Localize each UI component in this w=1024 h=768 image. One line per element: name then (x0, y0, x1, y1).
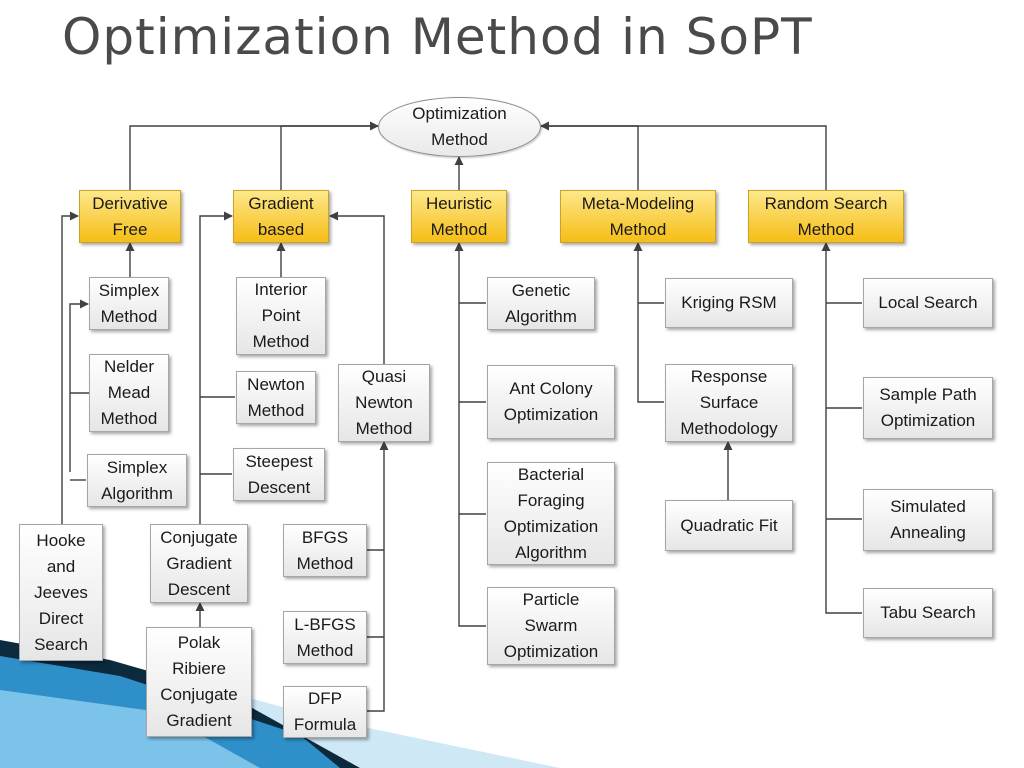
category-gradient-based: Gradient based (233, 190, 329, 243)
node-sample-path-optimization: Sample Path Optimization (863, 377, 993, 439)
edge-conjugate-to-gradient (199, 211, 233, 524)
node-newton-method: Newton Method (236, 371, 316, 424)
edge-meta-children-to-meta (633, 242, 664, 403)
node-quasi-newton-method: Quasi Newton Method (338, 364, 430, 442)
slide-title: Optimization Method in SoPT (62, 8, 813, 66)
edge-hooke-to-derivative-free (61, 211, 79, 524)
node-response-surface-methodology: Response Surface Methodology (665, 364, 793, 442)
node-bacterial-foraging-optimization-algorithm: Bacterial Foraging Optimization Algorith… (487, 462, 615, 565)
category-heuristic-method: Heuristic Method (411, 190, 507, 243)
deco-band-lighter (220, 690, 560, 768)
deco-band-light (0, 690, 260, 768)
edge-meta-modeling-to-root (540, 121, 639, 190)
node-kriging-rsm: Kriging RSM (665, 278, 793, 328)
edge-quasi-to-gradient (329, 211, 385, 364)
node-nelder-mead-method: Nelder Mead Method (89, 354, 169, 432)
node-genetic-algorithm: Genetic Algorithm (487, 277, 595, 330)
category-derivative-free: Derivative Free (79, 190, 181, 243)
node-polak-ribiere-conjugate-gradient: Polak Ribiere Conjugate Gradient (146, 627, 252, 737)
edge-random-children-to-random (821, 242, 862, 614)
edge-derivative-free-to-root (129, 121, 379, 190)
node-steepest-descent: Steepest Descent (233, 448, 325, 501)
category-meta-modeling-method: Meta-Modeling Method (560, 190, 716, 243)
node-simplex-algorithm: Simplex Algorithm (87, 454, 187, 507)
node-hooke-jeeves-direct-search: Hooke and Jeeves Direct Search (19, 524, 103, 661)
node-conjugate-gradient-descent: Conjugate Gradient Descent (150, 524, 248, 603)
node-ant-colony-optimization: Ant Colony Optimization (487, 365, 615, 439)
edge-random-search-to-root (541, 125, 827, 190)
edge-heuristic-children-to-heuristic (454, 242, 486, 627)
node-simulated-annealing: Simulated Annealing (863, 489, 993, 551)
node-simplex-method: Simplex Method (89, 277, 169, 330)
edge-gradient-to-root (280, 125, 378, 190)
node-local-search: Local Search (863, 278, 993, 328)
root-node-optimization-method: Optimization Method (378, 97, 541, 157)
edge-nelder-simplex-to-simplex-method (69, 299, 89, 472)
node-bfgs-method: BFGS Method (283, 524, 367, 577)
node-tabu-search: Tabu Search (863, 588, 993, 638)
node-particle-swarm-optimization: Particle Swarm Optimization (487, 587, 615, 665)
node-dfp-formula: DFP Formula (283, 686, 367, 738)
node-interior-point-method: Interior Point Method (236, 277, 326, 355)
category-random-search-method: Random Search Method (748, 190, 904, 243)
node-quadratic-fit: Quadratic Fit (665, 500, 793, 551)
node-l-bfgs-method: L-BFGS Method (283, 611, 367, 664)
edge-bfgs-lbfgs-dfp-to-quasi (367, 441, 389, 712)
